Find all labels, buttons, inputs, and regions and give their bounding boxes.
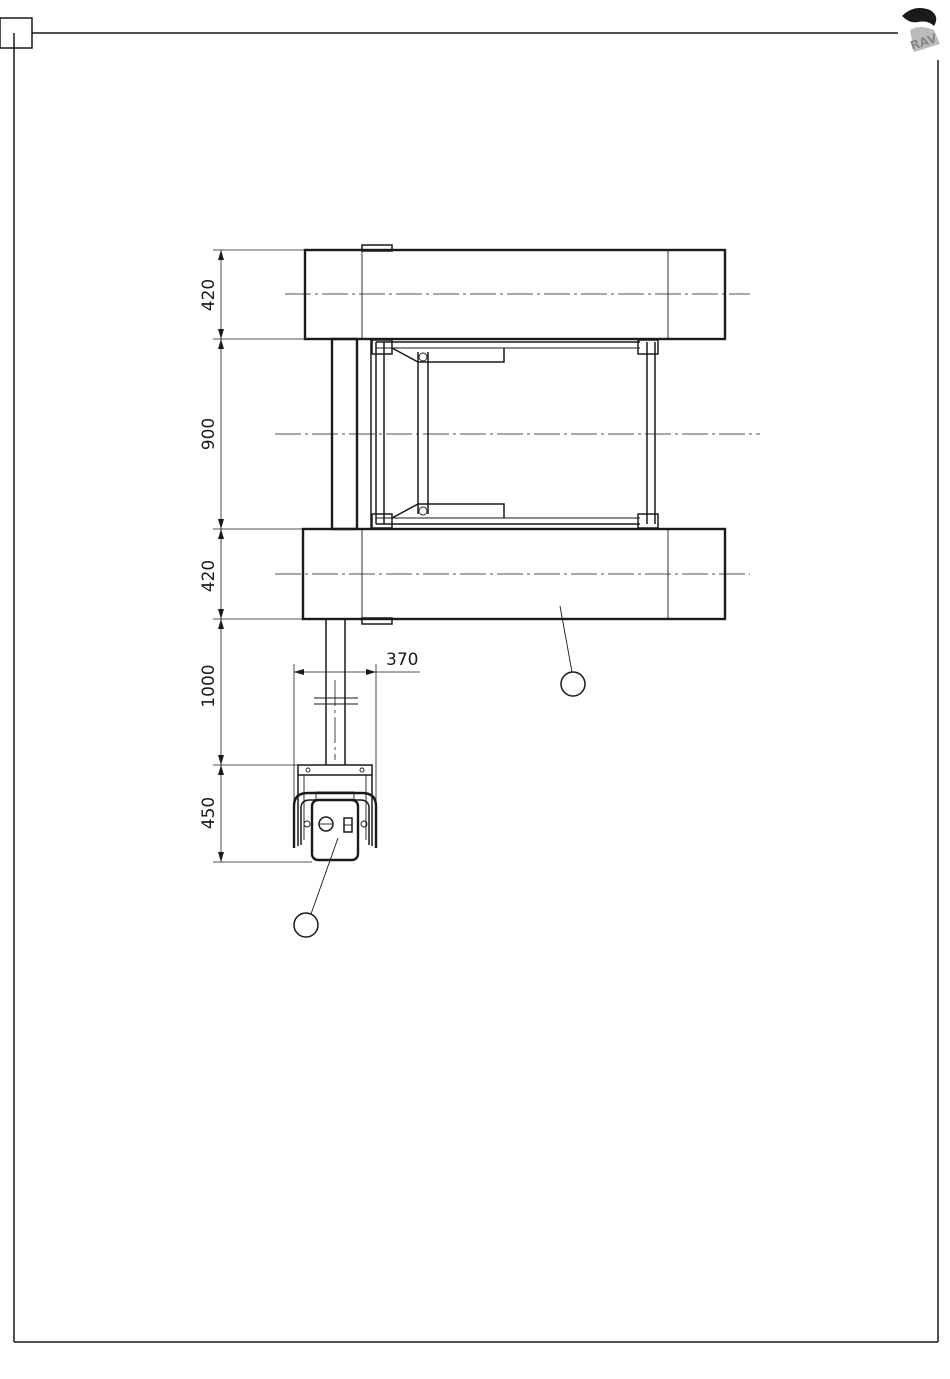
lower-beam bbox=[303, 529, 725, 624]
callout-console bbox=[294, 838, 338, 937]
dimension-chain bbox=[213, 250, 332, 862]
center-lines bbox=[275, 294, 760, 760]
dim-console-width: 370 bbox=[386, 650, 418, 670]
dim-beam-top: 420 bbox=[199, 279, 219, 311]
dim-gap: 900 bbox=[199, 418, 219, 450]
dim-beam-bottom: 420 bbox=[199, 560, 219, 592]
dim-console-depth: 450 bbox=[199, 797, 219, 829]
rav-logo-icon: RAV bbox=[902, 8, 940, 53]
page-number-box bbox=[0, 18, 32, 48]
cable bbox=[314, 619, 358, 765]
page-frame bbox=[0, 18, 938, 1342]
dim-cable-length: 1000 bbox=[199, 664, 219, 707]
upper-beam bbox=[305, 245, 725, 339]
